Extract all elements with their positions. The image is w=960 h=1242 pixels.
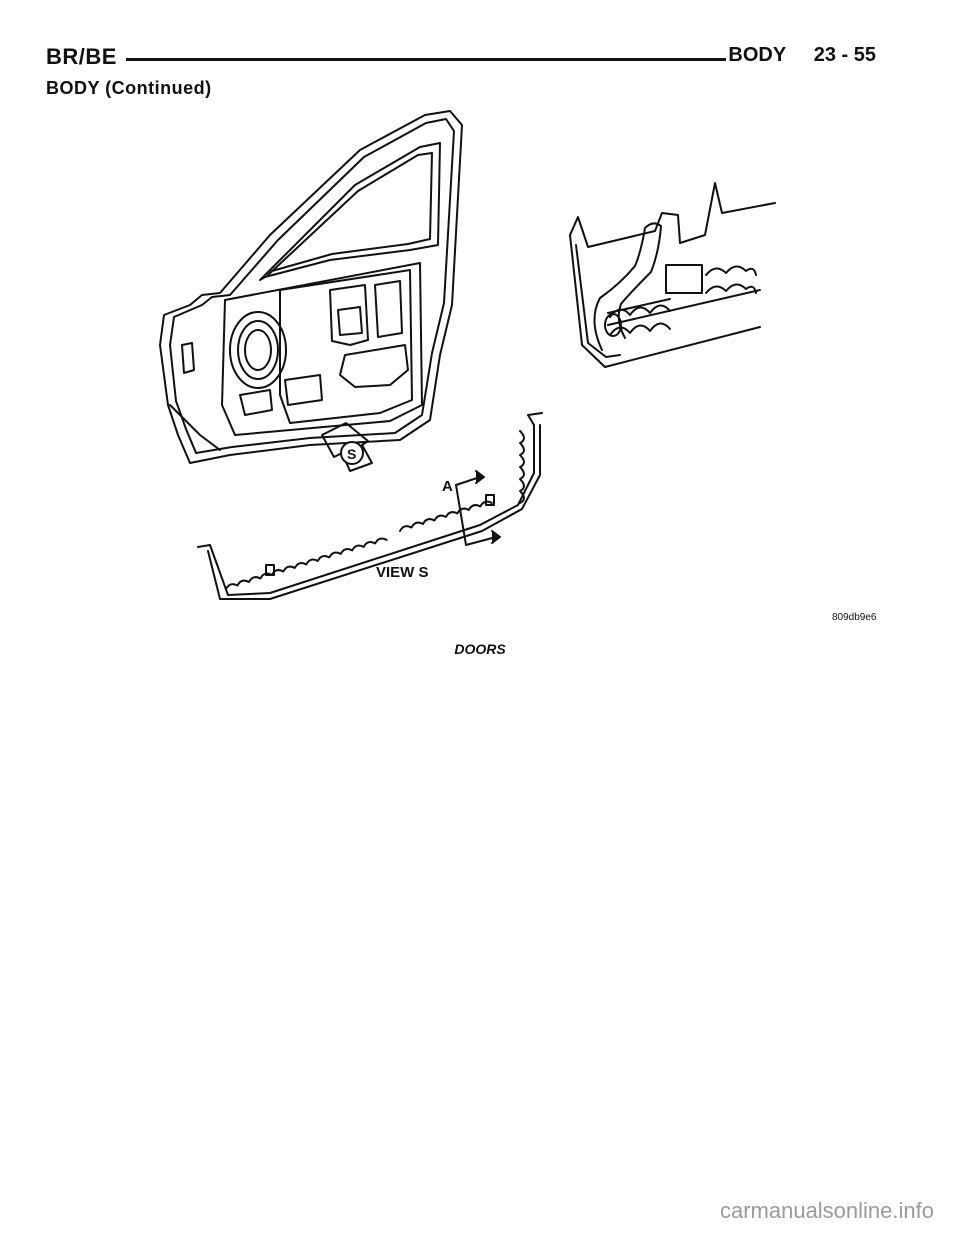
- view-letter-s: S: [347, 446, 356, 462]
- section-name: BODY: [728, 44, 787, 66]
- header-right: BODY 23 - 55: [728, 44, 876, 67]
- doors-illustration: S A VIEW S: [150, 105, 870, 630]
- door-drawing: [159, 110, 463, 464]
- section-letter-a: A: [442, 478, 453, 495]
- view-s-label: VIEW S: [376, 564, 429, 581]
- page-header: BR/BE BODY 23 - 55: [46, 44, 876, 74]
- section-a-detail: [569, 182, 776, 368]
- watermark: carmanualsonline.info: [719, 1198, 934, 1223]
- header-rule: [126, 58, 726, 61]
- page-number: 23 - 55: [813, 44, 876, 66]
- figure-caption: DOORS: [454, 641, 506, 657]
- manual-code: BR/BE: [46, 44, 117, 69]
- weatherstrip-view-s: [197, 412, 543, 600]
- view-arrow-s: [321, 422, 373, 472]
- figure-id: 809db9e6: [832, 612, 877, 623]
- page-subtitle: BODY (Continued): [46, 78, 212, 98]
